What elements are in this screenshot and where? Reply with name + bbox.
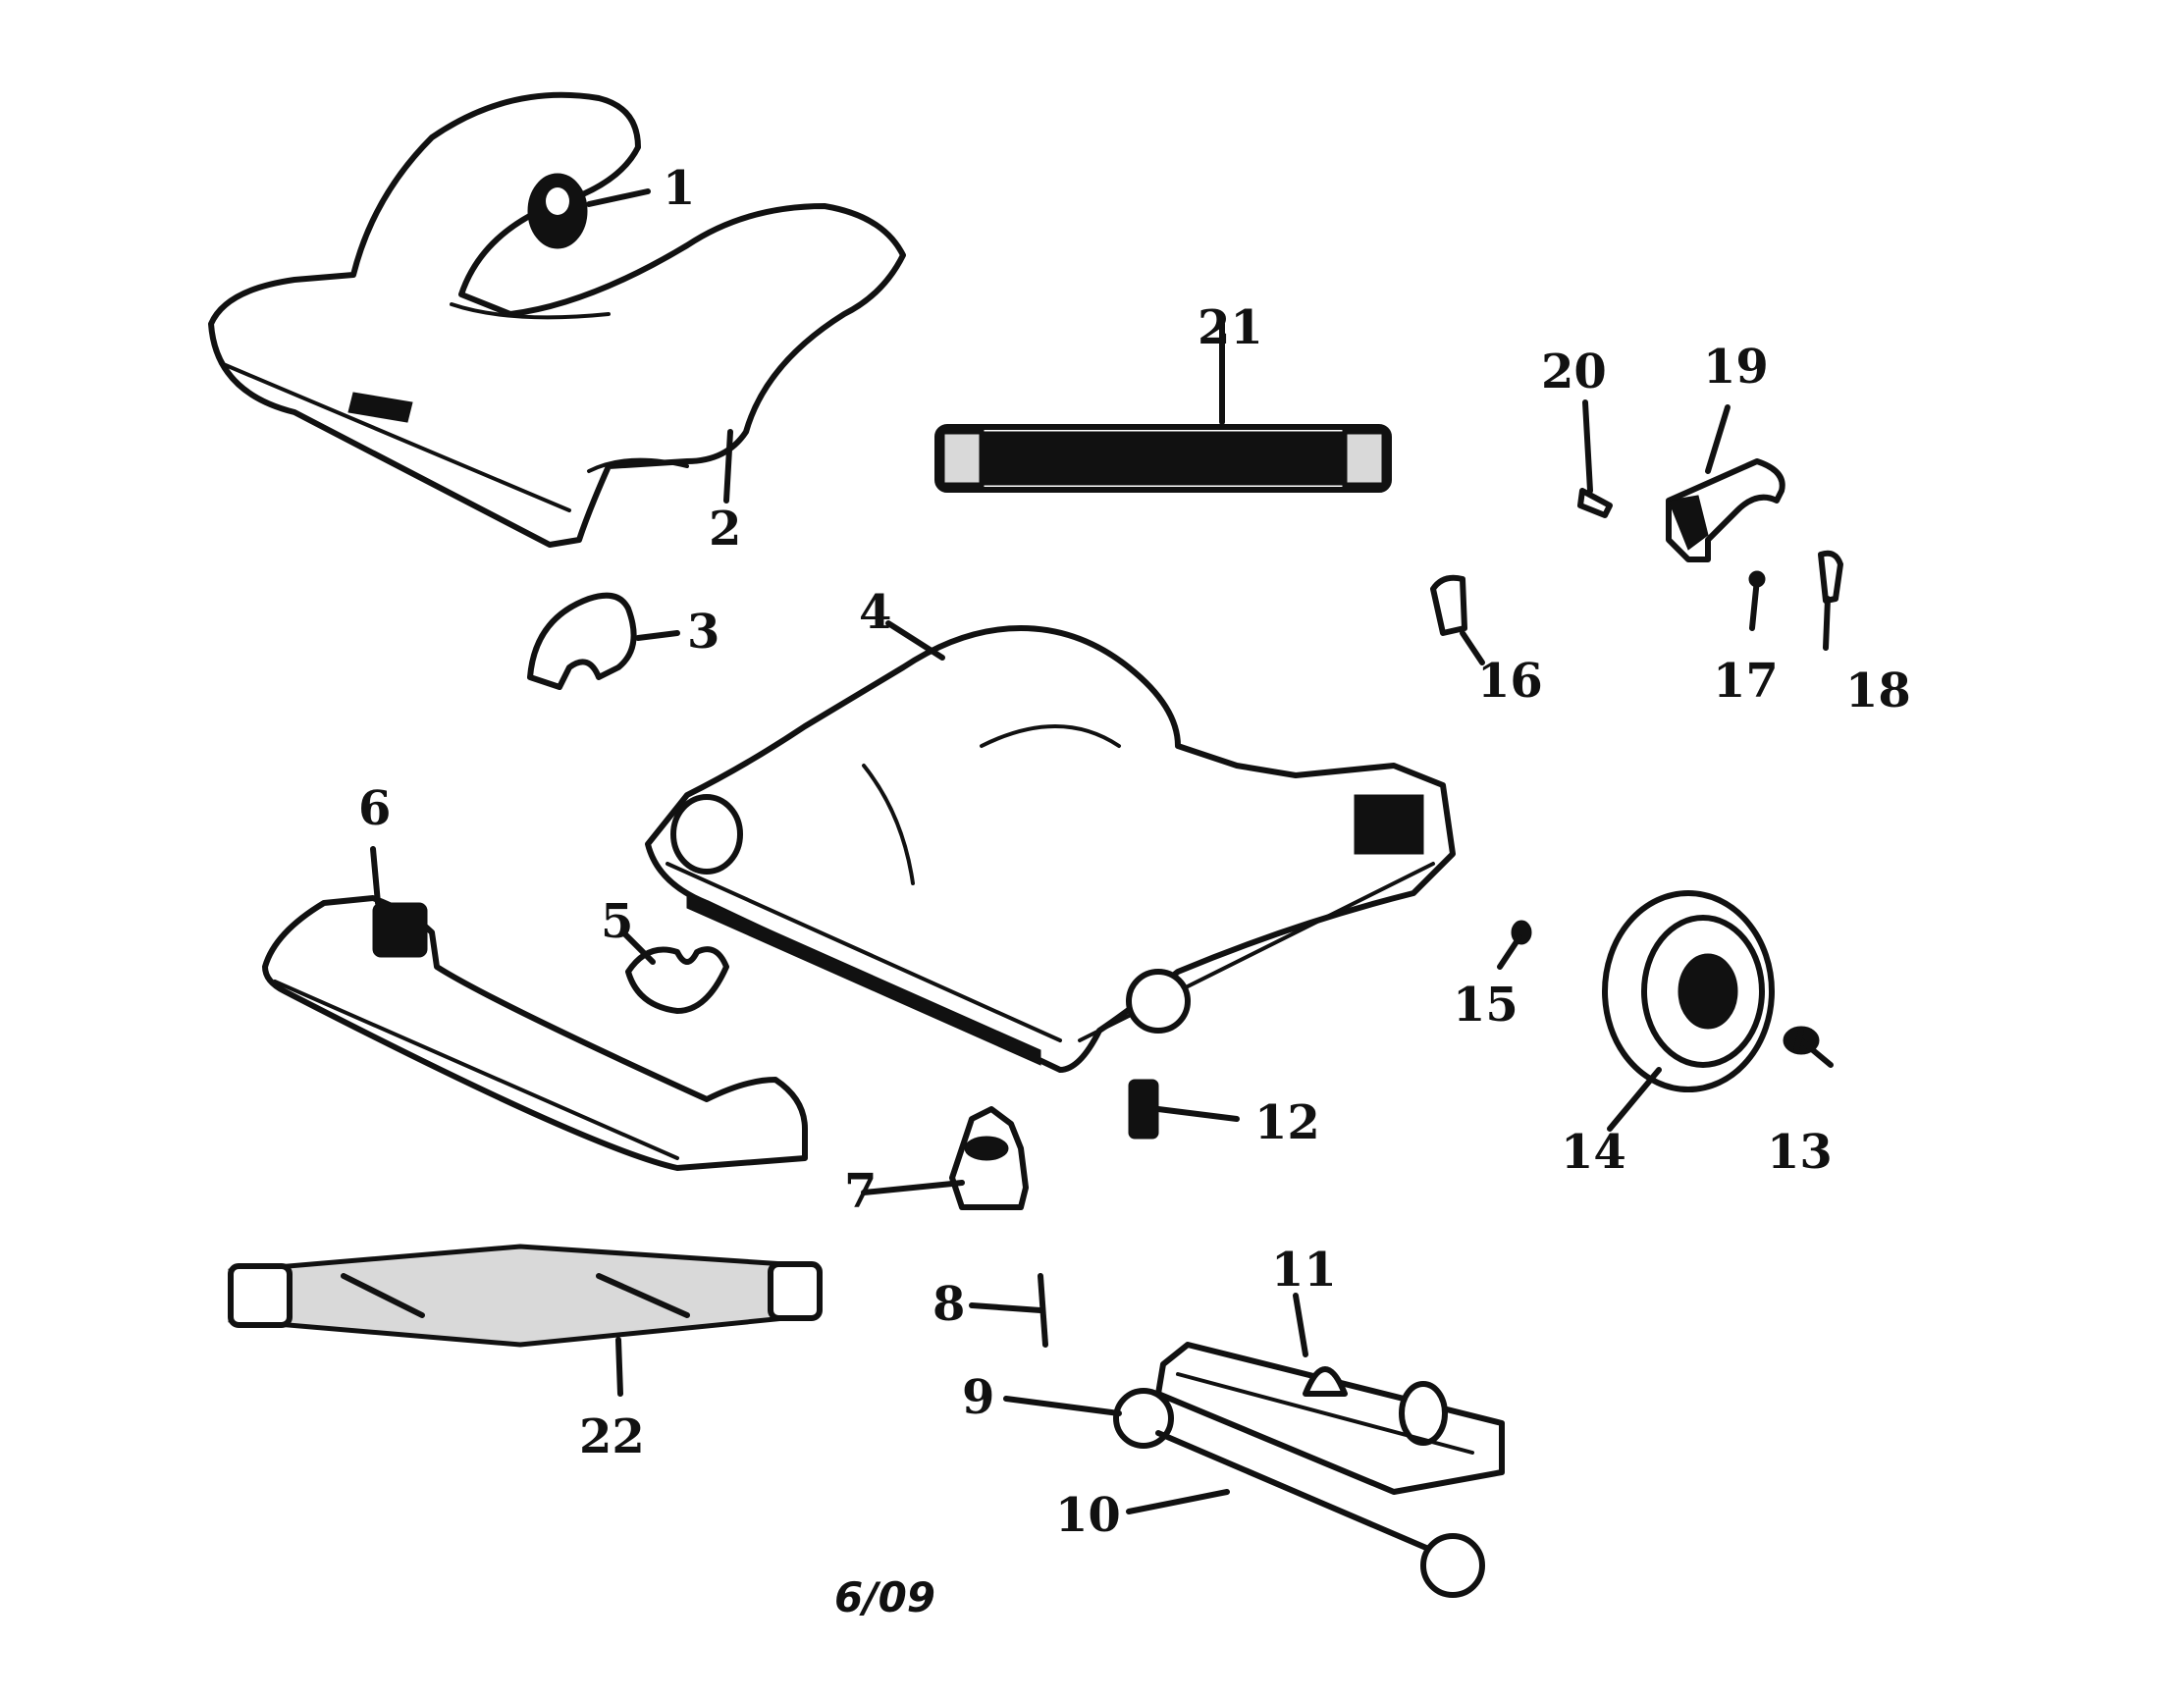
part-spring-20 xyxy=(1577,399,1613,518)
callout-4: 4 xyxy=(859,585,891,640)
callout-3: 3 xyxy=(687,605,719,660)
revision-date: 6/09 xyxy=(834,1573,935,1621)
callout-7: 7 xyxy=(844,1164,877,1219)
part-axle-13 xyxy=(1783,1026,1834,1068)
callout-9: 9 xyxy=(962,1370,994,1425)
part-bumper xyxy=(262,895,808,1171)
callout-labels: 1 2 3 4 5 6 7 8 9 10 11 12 13 14 15 16 1… xyxy=(358,161,1911,1543)
callout-1: 1 xyxy=(663,161,695,216)
callout-14: 14 xyxy=(1561,1125,1626,1180)
part-pedal-19 xyxy=(1666,458,1785,562)
callout-2: 2 xyxy=(709,502,741,557)
part-base-body xyxy=(645,625,1456,1073)
part-knob xyxy=(527,173,588,249)
part-pin-17 xyxy=(1748,570,1766,631)
part-brushroll xyxy=(228,1244,823,1348)
callout-17: 17 xyxy=(1713,654,1779,709)
callout-13: 13 xyxy=(1767,1125,1833,1180)
callout-19: 19 xyxy=(1703,340,1769,395)
part-hood-cover xyxy=(208,91,906,548)
part-wheel xyxy=(1602,890,1775,1092)
part-screw-18 xyxy=(1818,550,1843,651)
part-clip-16 xyxy=(1430,574,1467,636)
part-roller-axle xyxy=(1113,1388,1485,1598)
callout-12: 12 xyxy=(1254,1095,1320,1150)
callout-20: 20 xyxy=(1541,345,1607,399)
callout-10: 10 xyxy=(1055,1488,1121,1543)
leader-lines xyxy=(370,188,1804,1514)
part-latch-3 xyxy=(527,592,637,690)
part-clip-5 xyxy=(625,946,729,1014)
callout-5: 5 xyxy=(601,894,633,949)
part-belt-pulley-7 xyxy=(949,1106,1029,1210)
callout-21: 21 xyxy=(1198,300,1263,355)
callout-6: 6 xyxy=(358,781,391,836)
part-hose xyxy=(934,424,1392,493)
part-axle-12 xyxy=(1128,1079,1240,1140)
callout-8: 8 xyxy=(932,1277,965,1332)
callout-11: 11 xyxy=(1271,1243,1337,1298)
callout-18: 18 xyxy=(1845,663,1911,718)
callout-16: 16 xyxy=(1477,654,1543,709)
callout-15: 15 xyxy=(1453,978,1518,1033)
part-brush-housing xyxy=(1155,1342,1505,1495)
callout-22: 22 xyxy=(579,1409,645,1464)
